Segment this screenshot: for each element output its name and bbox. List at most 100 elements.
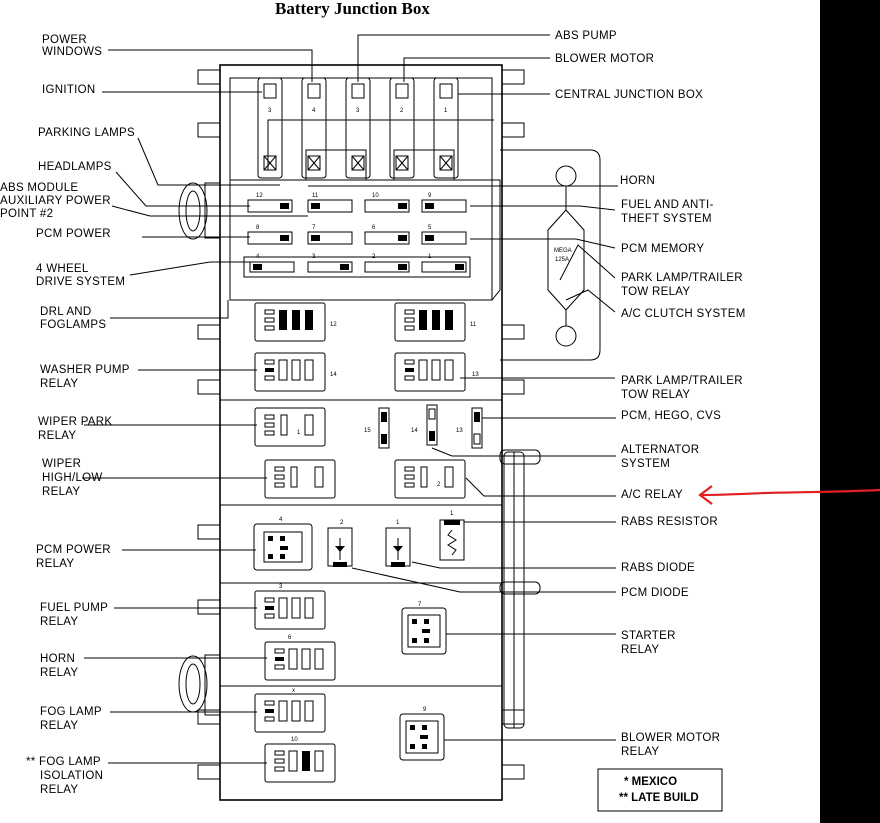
- label-pcm-hego-cvs: PCM, HEGO, CVS: [621, 410, 721, 422]
- svg-text:13: 13: [472, 372, 479, 378]
- svg-text:10: 10: [372, 193, 379, 199]
- maxi-fuse: 3: [257, 77, 283, 179]
- relay: 1: [254, 407, 326, 447]
- relay: x: [254, 688, 326, 733]
- maxi-fuse: 4: [301, 77, 327, 179]
- junction-box-housing: [178, 64, 601, 801]
- diagram-title: Battery Junction Box: [275, 0, 430, 18]
- red-annotation-arrow: [698, 485, 880, 505]
- mega-fuse-rating: 125A: [555, 257, 569, 263]
- label-pcm-memory: PCM MEMORY: [621, 243, 704, 255]
- legend-notes: * MEXICO ** LATE BUILD: [597, 768, 723, 812]
- label-abs-pump: ABS PUMP: [555, 30, 617, 42]
- label-horn: HORN: [620, 175, 655, 187]
- svg-text:7: 7: [418, 602, 422, 608]
- svg-text:7: 7: [312, 225, 316, 231]
- maxi-fuse-number: 4: [312, 108, 316, 114]
- svg-text:2: 2: [340, 520, 344, 526]
- label-ac-relay: A/C RELAY: [621, 489, 683, 501]
- maxi-fuse-row: 3 4 3 2 1: [257, 77, 494, 181]
- svg-text:2: 2: [372, 254, 376, 260]
- label-rabs-resistor: RABS RESISTOR: [621, 516, 718, 528]
- pcm-relay-diode-group: 4 2 1 1: [253, 511, 465, 571]
- svg-text:8: 8: [256, 225, 260, 231]
- label-headlamps: HEADLAMPS: [38, 161, 112, 173]
- svg-text:1: 1: [428, 254, 432, 260]
- svg-text:x: x: [292, 688, 295, 694]
- mini-fuse: 7: [307, 225, 353, 245]
- relay-group: 12 11 14 13: [254, 302, 479, 392]
- relay: 11: [394, 302, 477, 342]
- maxi-fuse-number: 3: [356, 108, 360, 114]
- mini-fuse: 10: [364, 193, 410, 213]
- mini-fuse: 12: [247, 193, 293, 213]
- lower-relay-group: 3 7 6 x 9: [254, 584, 447, 783]
- mini-fuse: 11: [307, 193, 353, 213]
- maxi-fuse: 3: [345, 77, 371, 179]
- relay: 13: [394, 352, 479, 392]
- mini-fuse-grid: 12 11 10 9 8 7 6 5 4 3 2 1: [243, 193, 471, 278]
- svg-text:4: 4: [256, 254, 260, 260]
- svg-text:13: 13: [456, 428, 463, 434]
- maxi-fuse: 1: [433, 77, 459, 179]
- svg-text:9: 9: [428, 193, 432, 199]
- svg-text:6: 6: [372, 225, 376, 231]
- maxi-fuse-number: 3: [268, 108, 272, 114]
- relay: 9: [399, 707, 445, 761]
- label-fuel-anti-theft: FUEL AND ANTI-THEFT SYSTEM: [621, 199, 714, 225]
- svg-text:10: 10: [291, 737, 298, 743]
- vertical-fuse: 15: [364, 407, 390, 449]
- relay: [264, 459, 336, 499]
- right-leader-lines: [308, 34, 618, 741]
- mini-fuse: 1: [421, 254, 467, 273]
- left-leader-lines: [82, 49, 313, 764]
- label-pcm-power: PCM POWER: [36, 228, 111, 240]
- label-ac-clutch-system: A/C CLUTCH SYSTEM: [621, 308, 746, 320]
- label-rabs-diode: RABS DIODE: [621, 562, 695, 574]
- vertical-fuse: 14: [411, 404, 438, 446]
- mega-fuse-label: MEGA: [554, 248, 572, 254]
- note-mexico: * MEXICO: [624, 776, 677, 788]
- resistor: 1: [439, 511, 465, 561]
- svg-text:1: 1: [297, 430, 301, 436]
- mini-fuse: 2: [364, 254, 410, 273]
- diode: 1: [385, 520, 411, 567]
- svg-text:14: 14: [411, 428, 418, 434]
- maxi-fuse-number: 2: [400, 108, 404, 114]
- label-parking-lamps: PARKING LAMPS: [38, 127, 135, 139]
- mini-fuse: 4: [249, 254, 295, 273]
- note-late-build: ** LATE BUILD: [619, 792, 699, 804]
- svg-text:9: 9: [423, 707, 427, 713]
- svg-text:2: 2: [437, 482, 441, 488]
- relay: 12: [254, 302, 337, 342]
- relay: 2: [394, 459, 466, 499]
- mini-fuse: 3: [307, 254, 353, 273]
- svg-text:5: 5: [428, 225, 432, 231]
- maxi-fuse-number: 1: [444, 108, 448, 114]
- svg-text:3: 3: [312, 254, 316, 260]
- relay: 6: [264, 635, 336, 681]
- relay: 10: [264, 737, 336, 783]
- svg-text:11: 11: [470, 322, 477, 328]
- mini-fuse: 8: [247, 225, 293, 245]
- diode: 2: [327, 520, 353, 567]
- svg-text:12: 12: [256, 193, 263, 199]
- vertical-fuse: 13: [456, 407, 483, 449]
- svg-text:12: 12: [330, 322, 337, 328]
- maxi-fuse: 2: [389, 77, 415, 179]
- mini-fuse: 6: [364, 225, 410, 245]
- relay: 7: [401, 602, 447, 655]
- svg-text:3: 3: [279, 584, 283, 590]
